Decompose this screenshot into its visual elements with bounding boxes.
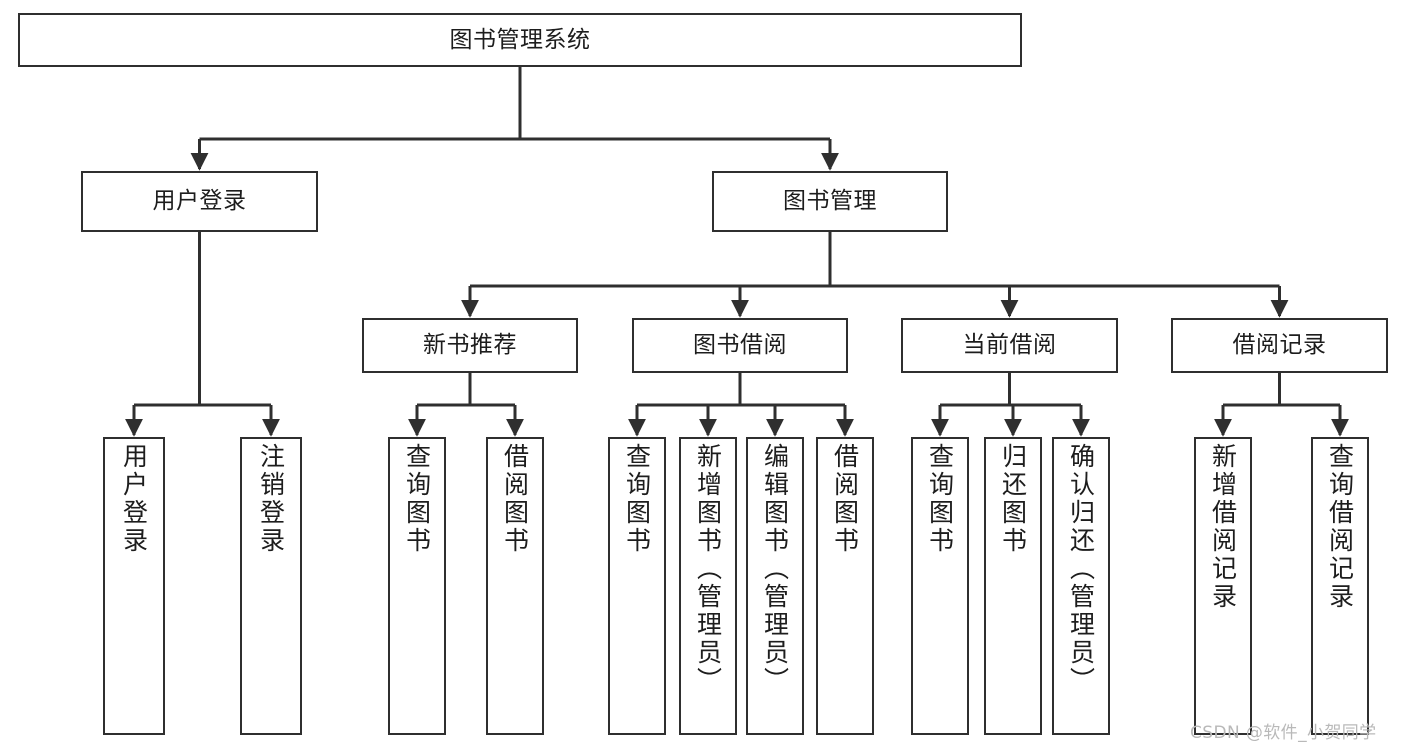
- node-leaf-return-book-label: 归还图书: [998, 443, 1028, 555]
- node-leaf-query-book-3[interactable]: 查询图书: [911, 437, 969, 735]
- node-user-login[interactable]: 用户登录: [81, 171, 318, 232]
- node-current-borrow[interactable]: 当前借阅: [901, 318, 1118, 373]
- node-leaf-user-logout-label: 注销登录: [256, 443, 286, 555]
- node-leaf-edit-book[interactable]: 编辑图书（管理员）: [746, 437, 804, 735]
- node-current-borrow-label: 当前借阅: [962, 332, 1057, 359]
- node-leaf-borrow-book-1[interactable]: 借阅图书: [486, 437, 544, 735]
- node-leaf-borrow-book-2[interactable]: 借阅图书: [816, 437, 874, 735]
- node-leaf-user-login[interactable]: 用户登录: [103, 437, 165, 735]
- node-leaf-confirm-return[interactable]: 确认归还（管理员）: [1052, 437, 1110, 735]
- node-leaf-query-book-1[interactable]: 查询图书: [388, 437, 446, 735]
- node-leaf-add-book[interactable]: 新增图书（管理员）: [679, 437, 737, 735]
- node-leaf-return-book[interactable]: 归还图书: [984, 437, 1042, 735]
- node-leaf-query-book-1-label: 查询图书: [402, 443, 432, 555]
- node-leaf-query-book-2[interactable]: 查询图书: [608, 437, 666, 735]
- watermark: CSDN @软件_小贺同学: [1190, 723, 1377, 743]
- node-leaf-add-record-label: 新增借阅记录: [1208, 443, 1238, 611]
- node-leaf-edit-book-label: 编辑图书（管理员）: [760, 443, 790, 695]
- node-leaf-query-book-3-label: 查询图书: [925, 443, 955, 555]
- node-leaf-borrow-book-2-label: 借阅图书: [830, 443, 860, 555]
- node-user-login-label: 用户登录: [152, 188, 247, 215]
- node-new-book-recommend[interactable]: 新书推荐: [362, 318, 578, 373]
- node-borrow-record-label: 借阅记录: [1232, 332, 1327, 359]
- node-leaf-query-book-2-label: 查询图书: [622, 443, 652, 555]
- node-leaf-user-logout[interactable]: 注销登录: [240, 437, 302, 735]
- node-book-manage[interactable]: 图书管理: [712, 171, 948, 232]
- node-borrow-record[interactable]: 借阅记录: [1171, 318, 1388, 373]
- node-new-book-recommend-label: 新书推荐: [423, 332, 517, 359]
- node-leaf-query-record-label: 查询借阅记录: [1325, 443, 1355, 611]
- node-leaf-query-record[interactable]: 查询借阅记录: [1311, 437, 1369, 735]
- node-leaf-borrow-book-1-label: 借阅图书: [500, 443, 530, 555]
- node-book-manage-label: 图书管理: [783, 188, 877, 215]
- node-leaf-add-book-label: 新增图书（管理员）: [693, 443, 723, 695]
- node-leaf-add-record[interactable]: 新增借阅记录: [1194, 437, 1252, 735]
- node-book-borrow[interactable]: 图书借阅: [632, 318, 848, 373]
- node-leaf-confirm-return-label: 确认归还（管理员）: [1066, 443, 1096, 695]
- node-root[interactable]: 图书管理系统: [18, 13, 1022, 67]
- node-root-label: 图书管理系统: [449, 26, 591, 53]
- node-leaf-user-login-label: 用户登录: [119, 443, 149, 555]
- node-book-borrow-label: 图书借阅: [693, 332, 787, 359]
